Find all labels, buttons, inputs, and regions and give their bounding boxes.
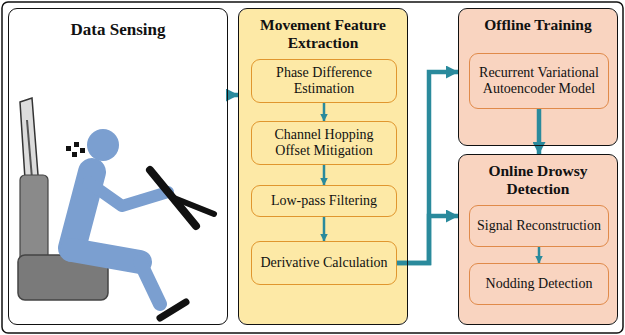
box-label: Nodding Detection	[486, 276, 593, 292]
node-fill	[470, 54, 608, 108]
flow-arrow	[397, 216, 458, 263]
node-fill	[459, 155, 617, 324]
radar-dots	[66, 142, 85, 157]
stage-panel: Online Drowsy DetectionSignal Reconstruc…	[458, 154, 618, 325]
flow-arrow	[323, 165, 326, 185]
process-box: Nodding Detection	[469, 263, 609, 305]
model-box: Recurrent Variational Autoencoder Model	[469, 53, 609, 109]
node-fill	[252, 122, 396, 164]
sensing-panel: Data Sensing	[8, 8, 228, 325]
process-box: Phase Difference Estimation	[251, 59, 397, 103]
flow-arrow	[228, 93, 238, 98]
node-fill	[252, 186, 396, 216]
stage-panel: Movement Feature ExtractionPhase Differe…	[238, 8, 408, 325]
box-label: Channel Hopping Offset Mitigation	[258, 127, 390, 159]
process-box: Signal Reconstruction	[469, 205, 609, 247]
flow-arrow	[537, 109, 542, 154]
panel-title: Movement Feature Extraction	[239, 9, 407, 52]
flow-arrow	[323, 103, 326, 121]
box-label: Phase Difference Estimation	[258, 65, 390, 97]
panel-title: Data Sensing	[9, 9, 227, 39]
panel-title: Offline Training	[459, 9, 617, 34]
process-box: Channel Hopping Offset Mitigation	[251, 121, 397, 165]
stage-panel: Offline TrainingRecurrent Variational Au…	[458, 8, 618, 146]
panel-title: Online Drowsy Detection	[459, 155, 617, 198]
node-fill	[9, 9, 227, 324]
flow-arrow	[397, 72, 458, 263]
process-box: Low-pass Filtering	[251, 185, 397, 217]
node-fill	[470, 264, 608, 304]
steering-wheel	[150, 170, 214, 226]
box-label: Low-pass Filtering	[271, 193, 377, 209]
flow-arrow	[323, 217, 326, 241]
car-seat	[18, 98, 108, 300]
pedal	[160, 302, 186, 318]
box-label: Derivative Calculation	[260, 255, 387, 271]
box-label: Signal Reconstruction	[477, 218, 601, 234]
box-label: Recurrent Variational Autoencoder Model	[476, 65, 602, 97]
node-fill	[239, 9, 407, 324]
process-box: Derivative Calculation	[251, 241, 397, 285]
node-fill	[252, 242, 396, 284]
node-fill	[470, 206, 608, 246]
flow-arrow	[538, 247, 541, 263]
node-fill	[252, 60, 396, 102]
driver-figure	[72, 129, 168, 304]
